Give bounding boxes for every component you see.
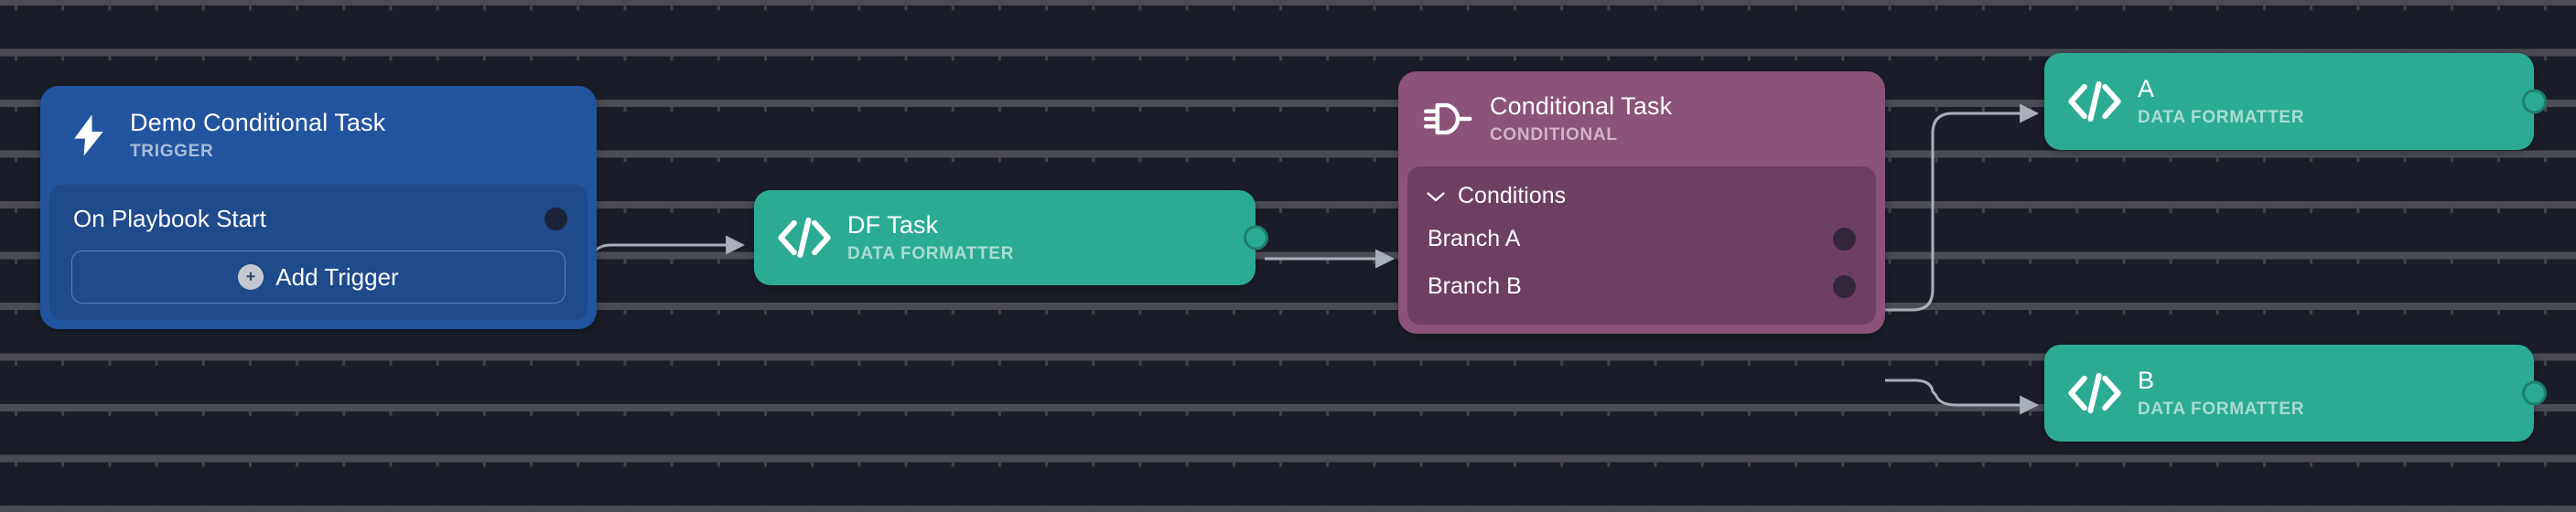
logic-gate-icon xyxy=(1422,97,1473,141)
branch-row-b[interactable]: Branch B xyxy=(1415,262,1869,310)
df-task-subtitle: DATA FORMATTER xyxy=(847,244,1015,264)
add-trigger-label: Add Trigger xyxy=(275,262,399,291)
output-port-branch-b-task[interactable] xyxy=(2522,380,2547,406)
lightning-bolt-icon xyxy=(64,111,113,160)
conditional-body: Conditions Branch A Branch B xyxy=(1407,166,1876,325)
branch-b-label: Branch B xyxy=(1428,272,1522,299)
branch-a-task-title: A xyxy=(2138,74,2155,102)
output-port-branch-a[interactable] xyxy=(1833,227,1856,251)
edge-branch-a-to-task-a xyxy=(1885,103,2040,312)
trigger-subtitle: TRIGGER xyxy=(130,142,214,162)
df-task-title-group: DF Task DATA FORMATTER xyxy=(847,211,1014,264)
node-trigger[interactable]: Demo Conditional Task TRIGGER On Playboo… xyxy=(40,86,597,329)
code-brackets-icon xyxy=(778,216,831,260)
output-port-branch-b[interactable] xyxy=(1833,274,1856,298)
code-brackets-icon xyxy=(2068,80,2121,123)
code-brackets-icon xyxy=(2068,371,2121,415)
branch-b-task-title-group: B DATA FORMATTER xyxy=(2138,367,2304,420)
conditions-section-toggle[interactable]: Conditions xyxy=(1415,176,1869,215)
output-port-df-task[interactable] xyxy=(1244,225,1268,251)
trigger-title-group: Demo Conditional Task TRIGGER xyxy=(130,109,385,162)
plus-circle-icon xyxy=(238,264,264,290)
branch-a-task-subtitle: DATA FORMATTER xyxy=(2138,108,2305,128)
conditional-title: Conditional Task xyxy=(1490,91,1673,120)
conditional-subtitle: CONDITIONAL xyxy=(1490,125,1618,145)
add-trigger-button[interactable]: Add Trigger xyxy=(71,251,566,304)
chevron-down-icon xyxy=(1426,190,1446,203)
edge-branch-b-to-task-b xyxy=(1885,379,2040,415)
branch-a-task-title-group: A DATA FORMATTER xyxy=(2138,75,2304,128)
node-branch-a-task[interactable]: A DATA FORMATTER xyxy=(2044,53,2547,150)
node-conditional-task[interactable]: Conditional Task CONDITIONAL Conditions … xyxy=(1398,71,1885,334)
node-branch-b-task[interactable]: B DATA FORMATTER xyxy=(2044,345,2547,442)
trigger-row-on-playbook-start[interactable]: On Playbook Start xyxy=(64,197,573,240)
branch-b-task-subtitle: DATA FORMATTER xyxy=(2138,400,2305,420)
trigger-header: Demo Conditional Task TRIGGER xyxy=(40,86,597,185)
branch-row-a[interactable]: Branch A xyxy=(1415,215,1869,262)
branch-b-task-title: B xyxy=(2138,366,2155,394)
conditional-header: Conditional Task CONDITIONAL xyxy=(1398,71,1885,166)
trigger-row-label: On Playbook Start xyxy=(73,204,266,232)
branch-a-label: Branch A xyxy=(1428,225,1521,251)
output-port-on-playbook-start[interactable] xyxy=(544,207,567,230)
conditional-title-group: Conditional Task CONDITIONAL xyxy=(1490,92,1672,145)
trigger-body: On Playbook Start Add Trigger xyxy=(49,185,587,320)
trigger-title: Demo Conditional Task xyxy=(130,108,386,136)
node-df-task[interactable]: DF Task DATA FORMATTER xyxy=(754,190,1268,285)
output-port-branch-a-task[interactable] xyxy=(2522,89,2547,114)
df-task-title: DF Task xyxy=(847,210,939,239)
conditions-label: Conditions xyxy=(1458,183,1567,208)
